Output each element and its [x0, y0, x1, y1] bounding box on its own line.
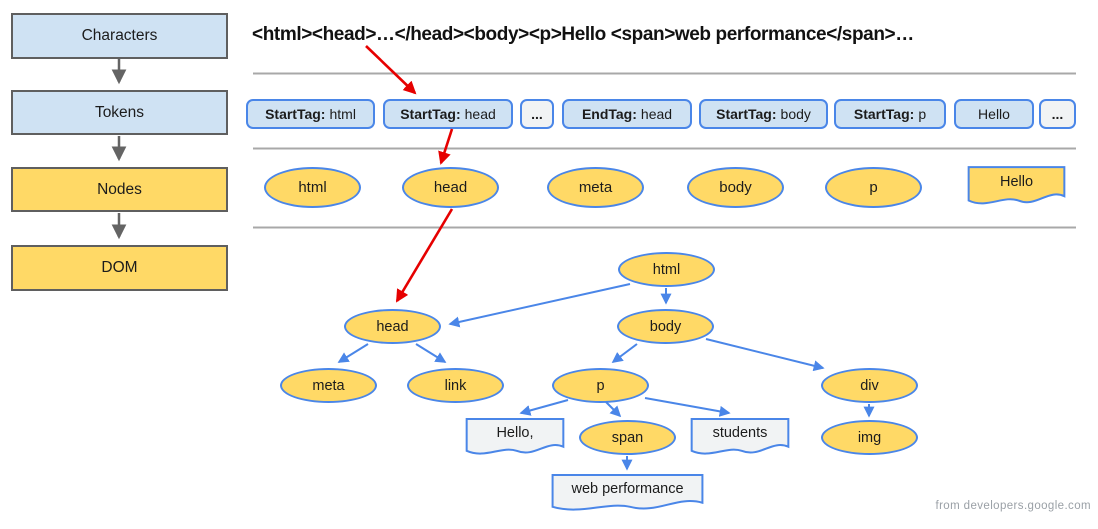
token-value: p — [918, 106, 927, 122]
token-kind: StartTag: — [265, 106, 326, 122]
arrow-token-to-node — [438, 128, 454, 165]
edge-p-span — [605, 401, 622, 418]
arrow-markup-to-token — [365, 45, 417, 95]
pipeline-label-dom: DOM — [101, 259, 138, 276]
node-label: meta — [578, 179, 613, 196]
pipeline-label-characters: Characters — [81, 27, 158, 44]
edge-html-head — [448, 283, 631, 328]
token-value: body — [780, 106, 811, 122]
token-starttag-html: StartTag: html — [246, 99, 375, 129]
node-label: html — [652, 261, 681, 278]
node-html: html — [264, 167, 361, 208]
token-starttag-body: StartTag: body — [699, 99, 828, 129]
token-kind: EndTag: — [581, 106, 637, 122]
tree-textnode-students: students — [690, 417, 790, 458]
token-value: head — [640, 106, 673, 122]
token-value: html — [329, 106, 356, 122]
token-kind: StartTag: — [853, 106, 915, 122]
node-body: body — [687, 167, 784, 208]
source-credit: from developers.google.com — [935, 500, 1091, 512]
node-label: Hello — [999, 174, 1034, 190]
node-label: body — [649, 318, 682, 335]
edge-p-hello — [519, 399, 569, 416]
node-label: Hello, — [496, 425, 534, 441]
node-label: img — [857, 429, 882, 446]
node-label: p — [869, 179, 878, 196]
pipeline-label-tokens: Tokens — [94, 103, 145, 121]
node-label: p — [596, 377, 605, 394]
token-value: ... — [531, 106, 543, 122]
tree-node-p: p — [552, 368, 649, 403]
document-shape — [690, 417, 790, 458]
tree-node-img: img — [821, 420, 918, 455]
token-ellipsis-1: ... — [520, 99, 554, 129]
pipeline-box-dom: DOM — [11, 245, 228, 291]
node-label: students — [712, 425, 768, 441]
edge-p-students — [644, 397, 731, 417]
edge-body-p — [611, 343, 638, 363]
node-head: head — [402, 167, 499, 208]
token-hello: Hello — [954, 99, 1034, 129]
node-label: body — [719, 179, 752, 196]
tree-node-head: head — [344, 309, 441, 344]
tree-node-meta: meta — [280, 368, 377, 403]
node-label: html — [298, 179, 327, 196]
source-markup-text: <html><head>…</head><body><p>Hello <span… — [252, 24, 914, 45]
tree-node-body: body — [617, 309, 714, 344]
node-p: p — [825, 167, 922, 208]
node-label: meta — [312, 377, 345, 394]
node-label: div — [860, 377, 879, 394]
document-shape — [967, 165, 1066, 208]
token-value: Hello — [978, 106, 1010, 122]
edge-head-meta — [337, 343, 369, 363]
node-label: web performance — [571, 481, 684, 497]
node-meta: meta — [547, 167, 644, 208]
edge-body-div — [705, 338, 825, 372]
pipeline-label-nodes: Nodes — [97, 180, 142, 198]
document-shape — [465, 417, 565, 458]
arrow-node-to-tree — [395, 208, 454, 303]
document-shape — [550, 473, 705, 514]
tree-node-span: span — [579, 420, 676, 455]
pipeline-box-characters: Characters — [11, 13, 228, 59]
token-endtag-head: EndTag: head — [562, 99, 692, 129]
token-starttag-head: StartTag: head — [383, 99, 513, 129]
pipeline-box-nodes: Nodes — [11, 167, 228, 212]
edge-head-link — [415, 343, 447, 363]
token-kind: StartTag: — [400, 106, 461, 122]
section-dividers — [253, 72, 1076, 229]
tree-textnode-web-performance: web performance — [550, 473, 705, 514]
tree-textnode-hello: Hello, — [465, 417, 565, 458]
node-label: span — [611, 429, 644, 446]
tree-node-div: div — [821, 368, 918, 403]
token-ellipsis-2: ... — [1039, 99, 1076, 129]
token-value: head — [464, 106, 496, 122]
tree-node-link: link — [407, 368, 504, 403]
node-label: link — [444, 377, 467, 394]
token-kind: StartTag: — [716, 106, 777, 122]
token-starttag-p: StartTag: p — [834, 99, 946, 129]
token-value: ... — [1051, 106, 1064, 122]
node-label: head — [376, 318, 409, 335]
pipeline-box-tokens: Tokens — [11, 90, 228, 135]
tree-node-html: html — [618, 252, 715, 287]
node-hello-text: Hello — [967, 165, 1066, 208]
node-label: head — [433, 179, 468, 196]
